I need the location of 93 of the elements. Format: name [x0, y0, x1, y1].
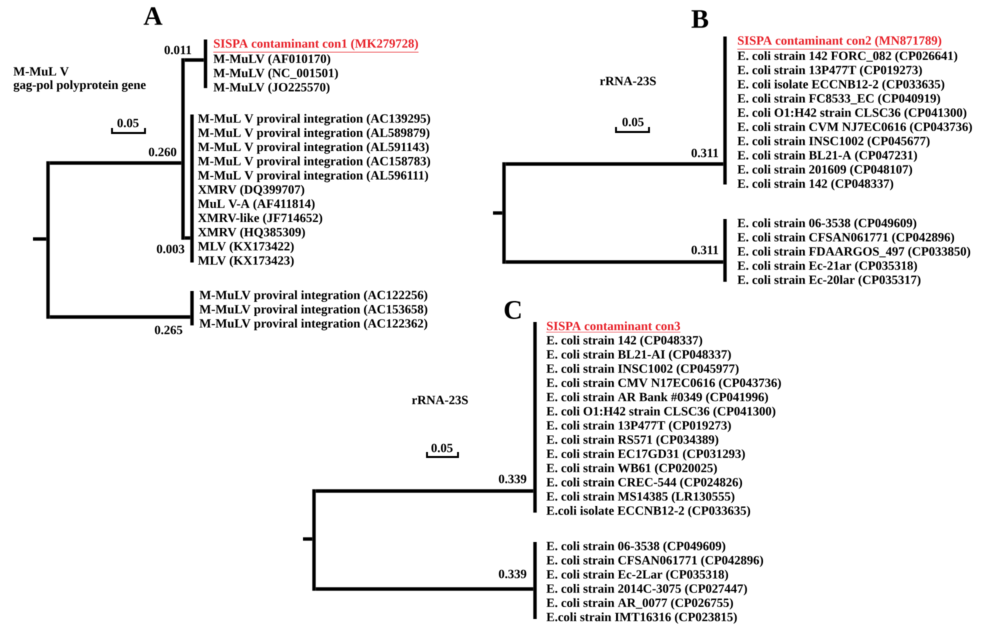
branch-line — [316, 587, 534, 591]
taxon-label: MuL V-A (AF411814) — [198, 199, 315, 211]
taxon-label: XMRV-like (JF714652) — [198, 213, 322, 225]
branch-line — [184, 58, 204, 62]
taxon-label: M-MuLV proviral integration (AC153658) — [200, 304, 428, 316]
taxon-label: E.coli strain IMT16316 (CP023815) — [546, 612, 737, 624]
gene-label: rRNA-23S — [600, 76, 656, 86]
branch-line — [50, 161, 182, 165]
taxon-label: E. coli strain AR Bank #0349 (CP041996) — [546, 392, 768, 404]
taxon-label: M-MuL V proviral integration (AC158783) — [198, 156, 430, 168]
taxon-label: E. coli strain WB61 (CP020025) — [546, 463, 717, 475]
root-branch — [303, 537, 312, 541]
taxon-label: MLV (KX173423) — [198, 256, 294, 268]
branch-junction — [181, 58, 185, 240]
taxon-label: E. coli strain 142 (CP048337) — [738, 178, 894, 190]
branch-line — [184, 236, 190, 240]
panel-letter: B — [692, 10, 708, 28]
taxon-label: SISPA contaminant con1 (MK279728) — [213, 38, 419, 52]
taxon-label: XMRV (DQ399707) — [198, 184, 304, 196]
branch-length: 0.311 — [692, 246, 718, 254]
branch-junction — [46, 161, 50, 319]
taxon-label: SISPA contaminant con2 (MN871789) — [737, 36, 942, 50]
taxon-label: E. coli strain BL21-AI (CP048337) — [546, 350, 731, 362]
taxon-label: E. coli strain INSC1002 (CP045677) — [738, 136, 930, 148]
taxon-label: E. coli strain CFSAN061771 (CP042896) — [546, 556, 764, 567]
taxon-label: M-MuL V proviral integration (AL589879) — [198, 128, 430, 140]
taxon-label: M-MuL V proviral integration (AC139295) — [198, 114, 430, 126]
branch-length: 0.339 — [498, 474, 526, 484]
taxon-label: E. coli strain Ec-21ar (CP035318) — [738, 261, 917, 272]
root-branch — [33, 237, 46, 241]
taxon-label: E. coli strain 2014C-3075 (CP027447) — [546, 584, 747, 596]
taxon-label: E. coli strain 06-3538 (CP049609) — [738, 218, 916, 230]
taxon-label: E. coli strain EC17GD31 (CP031293) — [546, 449, 745, 461]
taxon-label: E.coli isolate ECCNB12-2 (CP033635) — [546, 506, 750, 518]
branch-length: 0.339 — [498, 570, 526, 578]
branch-junction — [312, 489, 316, 591]
scale-value: 0.05 — [117, 118, 139, 128]
branch-line — [50, 315, 190, 319]
taxon-label: E. coli strain Ec-20lar (CP035317) — [738, 275, 920, 287]
taxon-label: E. coli isolate ECCNB12-2 (CP033635) — [738, 80, 944, 91]
root-branch — [493, 211, 502, 215]
branch-length: 0.265 — [154, 326, 182, 334]
branch-length: 0.311 — [692, 148, 718, 158]
panel-letter: A — [144, 7, 162, 25]
leaf-clade — [723, 218, 970, 287]
taxon-label: E. coli strain CVM NJ7EC0616 (CP043736) — [738, 122, 972, 134]
taxon-label: E. coli O1:H42 strain CLSC36 (CP041300) — [738, 108, 966, 120]
taxon-label: E. coli strain FDAARGOS_497 (CP033850) — [738, 246, 970, 258]
taxon-label: E. coli strain 142 FORC_082 (CP026641) — [738, 51, 958, 63]
taxon-label: E. coli strain 06-3538 (CP049609) — [546, 541, 726, 553]
taxon-label: E. coli strain INSC1002 (CP045977) — [546, 364, 739, 376]
taxon-label: E. coli strain MS14385 (LR130555) — [546, 492, 734, 504]
taxon-label: M-MuLV (AF010170) — [214, 54, 330, 66]
leaf-clade — [533, 541, 764, 624]
taxon-label: E. coli strain FC8533_EC (CP040919) — [738, 94, 940, 106]
taxon-label: M-MuL V proviral integration (AL596111) — [198, 170, 428, 182]
taxon-label: E. coli strain CMV N17EC0616 (CP043736) — [546, 378, 781, 390]
leaf-clade — [204, 38, 419, 94]
taxon-label: E. coli strain CFSAN061771 (CP042896) — [738, 232, 954, 244]
taxon-label: E. coli strain 13P477T (CP019273) — [546, 420, 731, 432]
leaf-clade — [533, 321, 781, 518]
scale-value: 0.05 — [622, 118, 644, 126]
taxon-label: SISPA contaminant con3 — [546, 321, 681, 332]
branch-line — [506, 260, 724, 264]
taxon-label: XMRV (HQ385309) — [198, 228, 305, 239]
taxon-label: M-MuLV (JO225570) — [214, 82, 330, 94]
branch-line — [506, 162, 724, 166]
leaf-clade — [190, 290, 428, 330]
branch-junction — [502, 162, 506, 264]
taxon-label: MLV (KX173422) — [198, 242, 294, 254]
taxon-label: E. coli strain 13P477T (CP019273) — [738, 65, 922, 77]
taxon-label: E. coli strain RS571 (CP034389) — [546, 435, 718, 446]
gene-label: rRNA-23S — [412, 396, 468, 404]
panel-letter: C — [504, 301, 521, 319]
taxon-label: M-MuL V proviral integration (AL591143) — [198, 142, 429, 154]
taxon-label: E. coli strain 201609 (CP048107) — [738, 164, 912, 176]
taxon-label: E. coli strain BL21-A (CP047231) — [738, 150, 917, 162]
taxon-label: E. coli strain 142 (CP048337) — [546, 336, 702, 348]
branch-line — [316, 489, 534, 493]
leaf-clade — [190, 114, 430, 268]
taxon-label: M-MuLV proviral integration (AC122256) — [200, 290, 428, 302]
scale-value: 0.05 — [431, 444, 453, 452]
leaf-clade — [723, 36, 972, 190]
taxon-label: E. coli O1:H42 strain CLSC36 (CP041300) — [546, 406, 776, 418]
taxon-label: E. coli strain Ec-2Lar (CP035318) — [546, 570, 728, 582]
taxon-label: E. coli strain CREC-544 (CP024826) — [546, 478, 742, 489]
branch-length: 0.260 — [148, 148, 176, 156]
branch-length: 0.011 — [164, 46, 192, 54]
taxon-label: M-MuLV (NC_001501) — [214, 68, 338, 80]
taxon-label: E. coli strain AR_0077 (CP026755) — [546, 598, 733, 610]
gene-label: M-MuL V gag-pol polyprotein gene — [14, 67, 146, 92]
taxon-label: M-MuLV proviral integration (AC122362) — [200, 318, 428, 330]
branch-length: 0.003 — [156, 244, 184, 254]
